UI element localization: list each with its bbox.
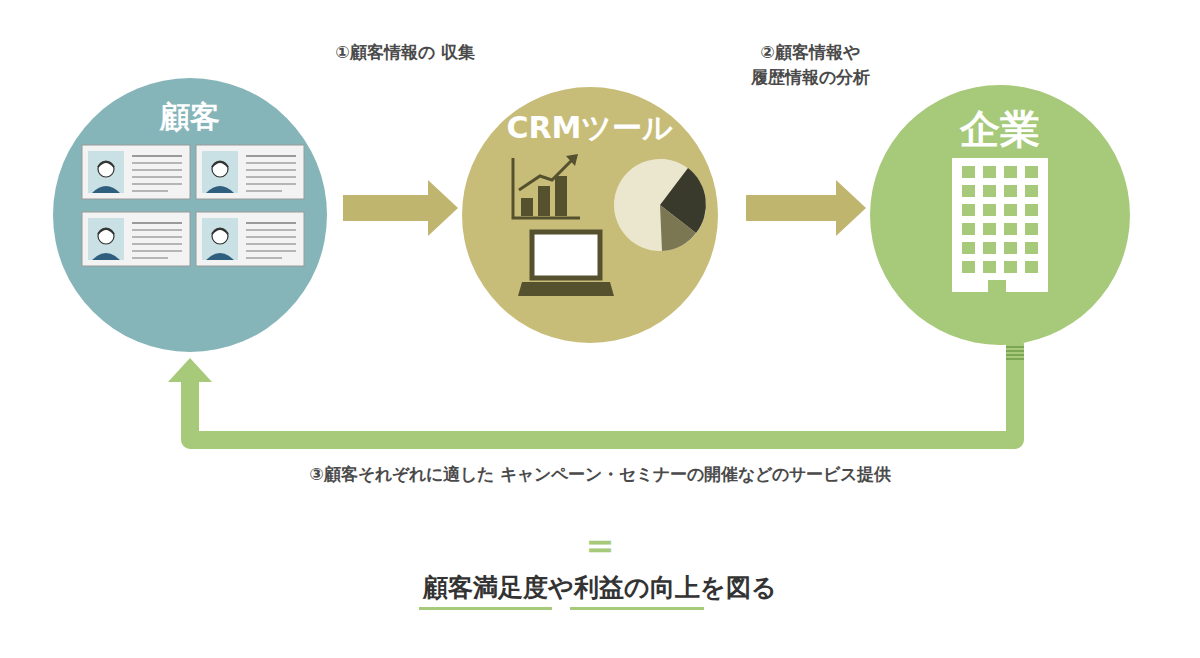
node-circle-fill <box>53 78 327 352</box>
illustration-part <box>1006 354 1024 356</box>
node-heading: 企業 <box>960 107 1040 151</box>
flow-arrow <box>746 195 836 221</box>
node-heading: 顧客 <box>160 100 220 133</box>
circle-node: CRMツール <box>462 87 718 343</box>
illustration-part <box>1006 346 1024 348</box>
illustration-part <box>1006 350 1024 352</box>
underline <box>419 607 552 610</box>
conclusion-text: 顧客満足度や利益の向上を図る <box>423 574 777 602</box>
node-circle-fill <box>462 87 718 343</box>
flow-arrow <box>343 195 428 221</box>
node-circle-fill <box>870 85 1130 345</box>
underline-group <box>419 607 704 610</box>
circle-node: 顧客 <box>53 78 327 352</box>
node-heading: CRMツール <box>507 111 674 144</box>
underline <box>570 607 704 610</box>
band-stripes <box>1006 347 1024 359</box>
step-label: ②顧客情報や 履歴情報の分析 <box>705 40 915 89</box>
illustration-part <box>1006 358 1024 360</box>
equals-sign: ＝ <box>580 522 620 566</box>
circle-node: 企業 <box>870 85 1130 345</box>
flow-arrow <box>190 343 1015 440</box>
step-label: ①顧客情報の 収集 <box>320 40 490 65</box>
step-label: ③顧客それぞれに適した キャンペーン・セミナーの開催などのサービス提供 <box>240 462 960 487</box>
